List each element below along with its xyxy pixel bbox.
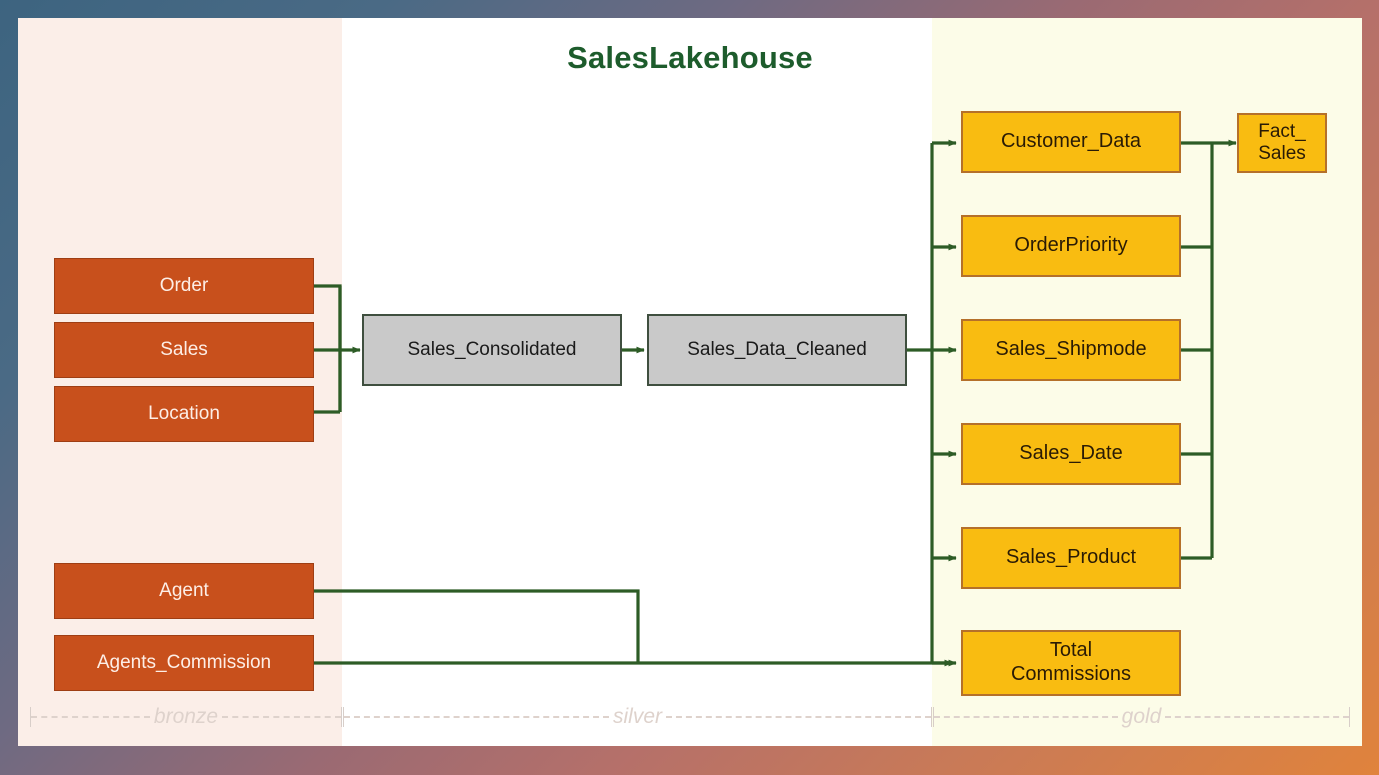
box-orderpriority[interactable]: OrderPriority [961,215,1181,277]
total-commissions-line2: Commissions [1010,663,1132,685]
fact-sales-line1: Fact_ [1258,120,1306,142]
box-agents-commission[interactable]: Agents_Commission [54,635,314,691]
dash-line [666,716,932,718]
dash-line [934,716,1118,718]
dash-line [1165,716,1350,718]
box-sales-date[interactable]: Sales_Date [961,423,1181,485]
box-fact-sales[interactable]: Fact_ Sales [1237,113,1327,173]
box-customer-data[interactable]: Customer_Data [961,111,1181,173]
box-sales-consolidated[interactable]: Sales_Consolidated [362,314,622,386]
connector-layer [314,139,1237,667]
box-sales-product[interactable]: Sales_Product [961,527,1181,589]
box-sales-data-cleaned[interactable]: Sales_Data_Cleaned [647,314,907,386]
ruler-segment-bronze: bronze [30,704,342,730]
box-location[interactable]: Location [54,386,314,442]
tick-left-icon [343,707,344,727]
dash-line [31,716,150,718]
band-label-silver: silver [613,705,663,728]
ruler-segment-silver: silver [343,704,933,730]
total-commissions-line1: Total [1049,639,1093,662]
box-order[interactable]: Order [54,258,314,314]
tick-left-icon [933,707,934,727]
box-agent[interactable]: Agent [54,563,314,619]
box-sales[interactable]: Sales [54,322,314,378]
band-label-gold: gold [1121,705,1162,728]
band-bronze [18,18,342,746]
ruler-segment-gold: gold [933,704,1351,730]
tick-right-icon [931,707,933,727]
tick-right-icon [341,707,342,727]
dash-line [344,716,609,718]
diagram-title: SalesLakehouse [567,40,813,75]
dash-line [222,716,341,718]
tick-left-icon [30,707,31,727]
box-total-commissions[interactable]: Total Commissions [961,630,1181,696]
band-label-bronze: bronze [153,705,219,728]
diagram-canvas: SalesLakehouse [18,18,1362,746]
box-sales-shipmode[interactable]: Sales_Shipmode [961,319,1181,381]
fact-sales-line2: Sales [1258,143,1306,164]
tick-right-icon [1349,707,1351,727]
medallion-ruler: bronze silver gold [18,704,1362,730]
